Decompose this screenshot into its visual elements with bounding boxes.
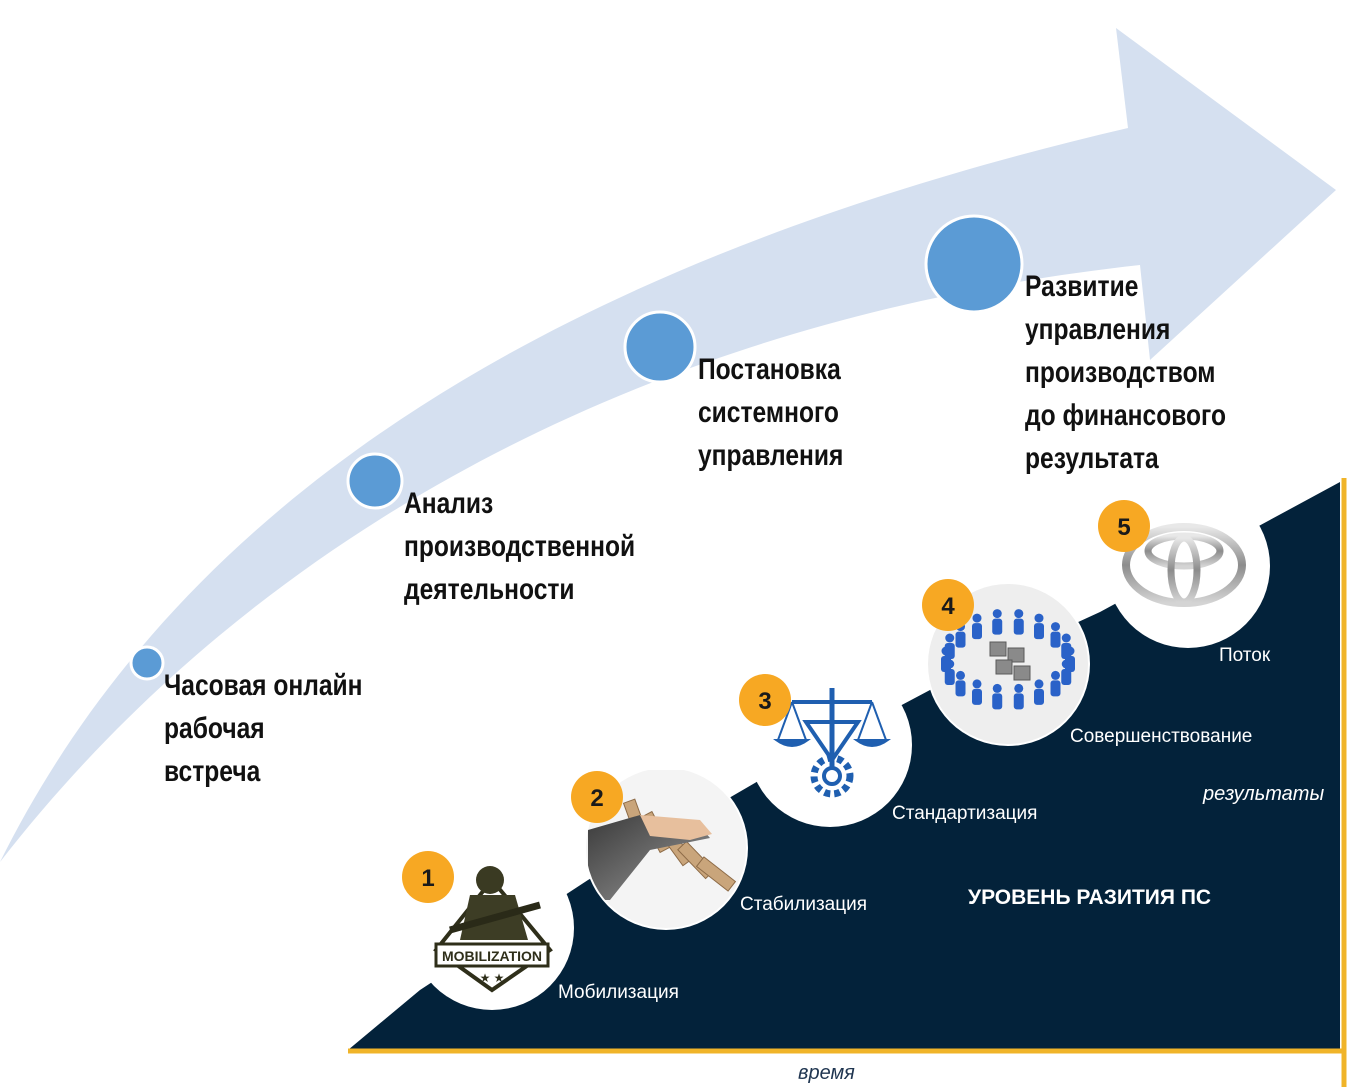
step-label-1: Мобилизация	[558, 982, 679, 1003]
svg-text:4: 4	[941, 593, 955, 620]
person-head	[1014, 683, 1024, 693]
stage-2-line-3: деятельности	[404, 573, 575, 606]
stage-dot-2	[346, 452, 404, 510]
person-body	[1034, 623, 1044, 640]
stage-label-3: Постановка системного управления	[698, 348, 843, 477]
stage-dot-4	[924, 214, 1024, 314]
stage-2-line-2: производственной	[404, 530, 636, 563]
person-head	[1050, 670, 1060, 680]
svg-text:3: 3	[758, 688, 771, 715]
person-head	[992, 609, 1002, 619]
svg-text:★ ★: ★ ★	[480, 971, 505, 985]
toyota-logo-icon	[1122, 523, 1246, 607]
stage-4-line-2: управления	[1025, 313, 1171, 346]
stage-3-line-3: управления	[698, 439, 844, 472]
person-body	[944, 643, 955, 660]
stage-3-line-1: Постановка	[698, 353, 841, 386]
soldier-mobilization-icon: MOBILIZATION ★ ★	[433, 866, 553, 993]
person-body	[941, 656, 951, 672]
person-head	[1014, 609, 1024, 619]
person-body	[955, 680, 966, 697]
results-axis-label: результаты	[1203, 783, 1325, 805]
person-body	[1061, 643, 1072, 660]
step-badge-4: 4	[922, 579, 974, 631]
svg-text:1: 1	[421, 865, 434, 892]
person-body	[992, 618, 1003, 635]
mobilization-emblem-text: MOBILIZATION	[442, 948, 542, 964]
person-head	[1034, 613, 1044, 623]
person-head	[945, 633, 955, 643]
step-label-4: Совершенствование	[1070, 726, 1253, 747]
person-head	[1061, 659, 1071, 669]
development-level-title: УРОВЕНЬ РАЗИТИЯ ПС	[968, 886, 1212, 909]
stage-dot-1	[129, 645, 165, 681]
scales-compass-gear-icon	[772, 688, 892, 798]
person-body	[992, 693, 1003, 710]
stage-dot-3	[623, 310, 697, 384]
person-head	[1061, 633, 1071, 643]
step-badge-2: 2	[571, 771, 623, 823]
stage-4-line-1: Развитие	[1025, 270, 1139, 303]
person-body	[1061, 668, 1072, 685]
svg-text:5: 5	[1117, 514, 1130, 541]
person-body	[1013, 693, 1024, 710]
step-badge-1: 1	[402, 851, 454, 903]
stage-label-2: Анализ производственной деятельности	[404, 482, 635, 611]
stage-4-line-5: результата	[1025, 442, 1159, 475]
stage-1-line-2: рабочая	[164, 712, 265, 745]
person-head	[992, 683, 1002, 693]
person-head	[972, 679, 982, 689]
step-label-5: Поток	[1219, 645, 1271, 666]
stage-4-line-3: производством	[1025, 356, 1216, 389]
stage-1-line-3: встреча	[164, 755, 261, 788]
stage-label-4: Развитие управления производством до фин…	[1025, 265, 1226, 480]
person-body	[944, 668, 955, 685]
step-label-3: Стандартизация	[892, 803, 1038, 824]
stage-1-line-1: Часовая онлайн	[164, 669, 363, 702]
person-body	[1050, 631, 1061, 648]
step-label-2: Стабилизация	[740, 894, 868, 915]
person-body	[955, 631, 966, 648]
person-head	[972, 613, 982, 623]
person-head	[1050, 622, 1060, 632]
stage-3-line-2: системного	[698, 396, 839, 429]
person-body	[1034, 688, 1044, 705]
person-head	[956, 670, 966, 680]
person-body	[1013, 618, 1024, 635]
person-body	[1050, 680, 1061, 697]
time-axis-label: время	[798, 1062, 855, 1084]
stage-4-line-4: до финансового	[1025, 399, 1227, 432]
svg-text:2: 2	[590, 785, 603, 812]
person-head	[1034, 679, 1044, 689]
step-badge-3: 3	[739, 674, 791, 726]
step-badge-5: 5	[1098, 500, 1150, 552]
person-body	[972, 623, 982, 640]
person-body	[972, 688, 982, 705]
stage-2-line-1: Анализ	[404, 487, 494, 520]
stage-label-1: Часовая онлайн рабочая встреча	[164, 664, 363, 793]
